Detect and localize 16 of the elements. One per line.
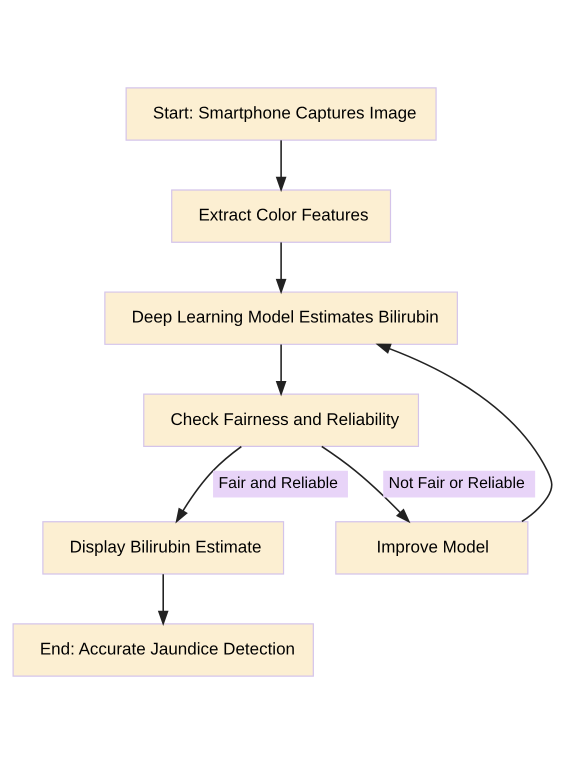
arrow [158,574,169,626]
arrow [276,140,286,192]
arrow [175,445,242,523]
node-box: Display Bilirubin Estimate [42,520,284,574]
node-box: Improve Model [335,520,528,574]
node-box: Extract Color Features [171,188,392,242]
node-box: Deep Learning Model Estimates Bilirubin [104,290,458,344]
arrow [321,445,410,523]
edge-label: Fair and Reliable [218,474,338,492]
arrow [276,344,286,396]
arrow [276,242,286,294]
node-box: Start: Smartphone Captures Image [126,86,437,140]
arrow [375,343,552,522]
node-box: Check Fairness and Reliability [143,393,420,447]
node-box: End: Accurate Jaundice Detection [12,622,314,676]
edge-label: Not Fair or Reliable [388,474,525,492]
